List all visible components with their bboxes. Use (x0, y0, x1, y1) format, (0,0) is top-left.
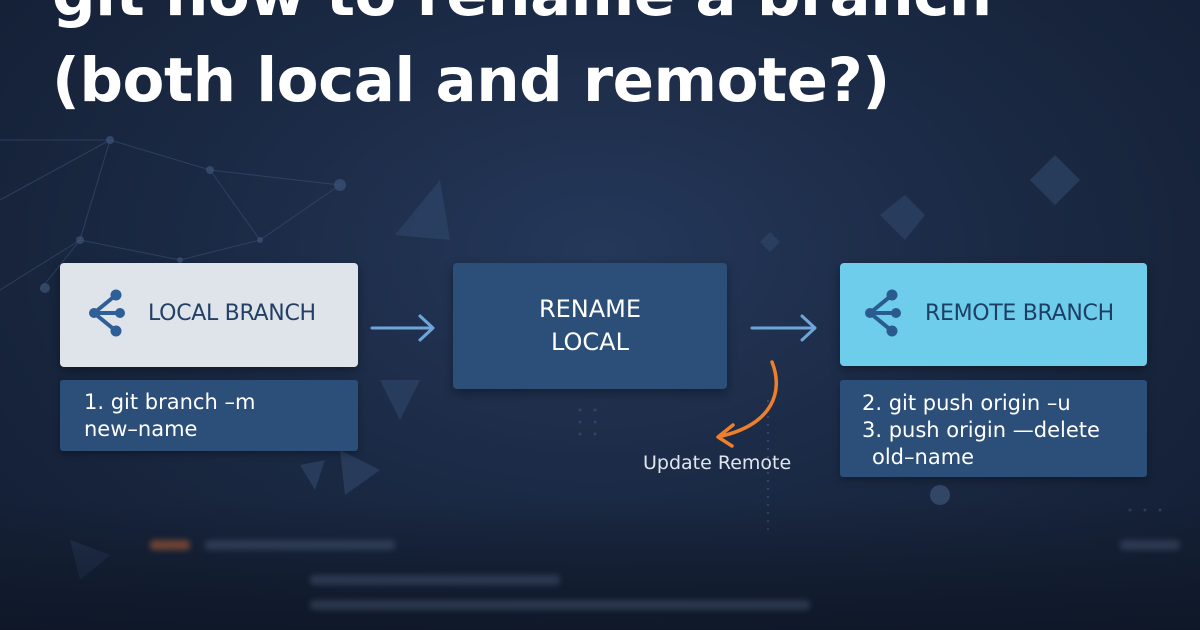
page-title: git how to rename a branch (both local a… (52, 0, 992, 124)
local-command-box: 1. git branch –m new–name (60, 380, 358, 451)
local-command-line-1: 1. git branch –m (84, 390, 256, 414)
update-remote-label: Update Remote (643, 452, 792, 474)
rename-local-node: RENAME LOCAL (453, 263, 727, 389)
remote-branch-label: REMOTE BRANCH (925, 301, 1114, 326)
blurred-row (150, 540, 190, 550)
title-line-2: (both local and remote?) (52, 45, 890, 116)
remote-command-line-3: old–name (872, 445, 975, 469)
local-command-line-2: new–name (84, 417, 198, 441)
blurred-row (310, 575, 560, 585)
rename-label-line-2: LOCAL (551, 328, 629, 356)
blurred-row (310, 600, 810, 610)
remote-branch-node: REMOTE BRANCH (840, 263, 1147, 366)
title-line-1: git how to rename a branch (52, 0, 992, 38)
rename-label-line-1: RENAME (538, 295, 642, 323)
remote-command-line-2: 3. push origin —delete (862, 418, 1100, 442)
blurred-background-panel (0, 500, 1200, 630)
remote-command-box: 2. git push origin –u 3. push origin —de… (840, 380, 1147, 477)
blurred-row (205, 540, 395, 550)
branch-icon (865, 289, 901, 337)
local-branch-label: LOCAL BRANCH (148, 301, 316, 326)
rename-local-label: RENAME LOCAL (539, 293, 641, 359)
branch-icon (89, 289, 125, 337)
remote-command-line-1: 2. git push origin –u (862, 391, 1071, 415)
blurred-row (1120, 540, 1180, 550)
local-branch-node: LOCAL BRANCH (60, 263, 358, 367)
